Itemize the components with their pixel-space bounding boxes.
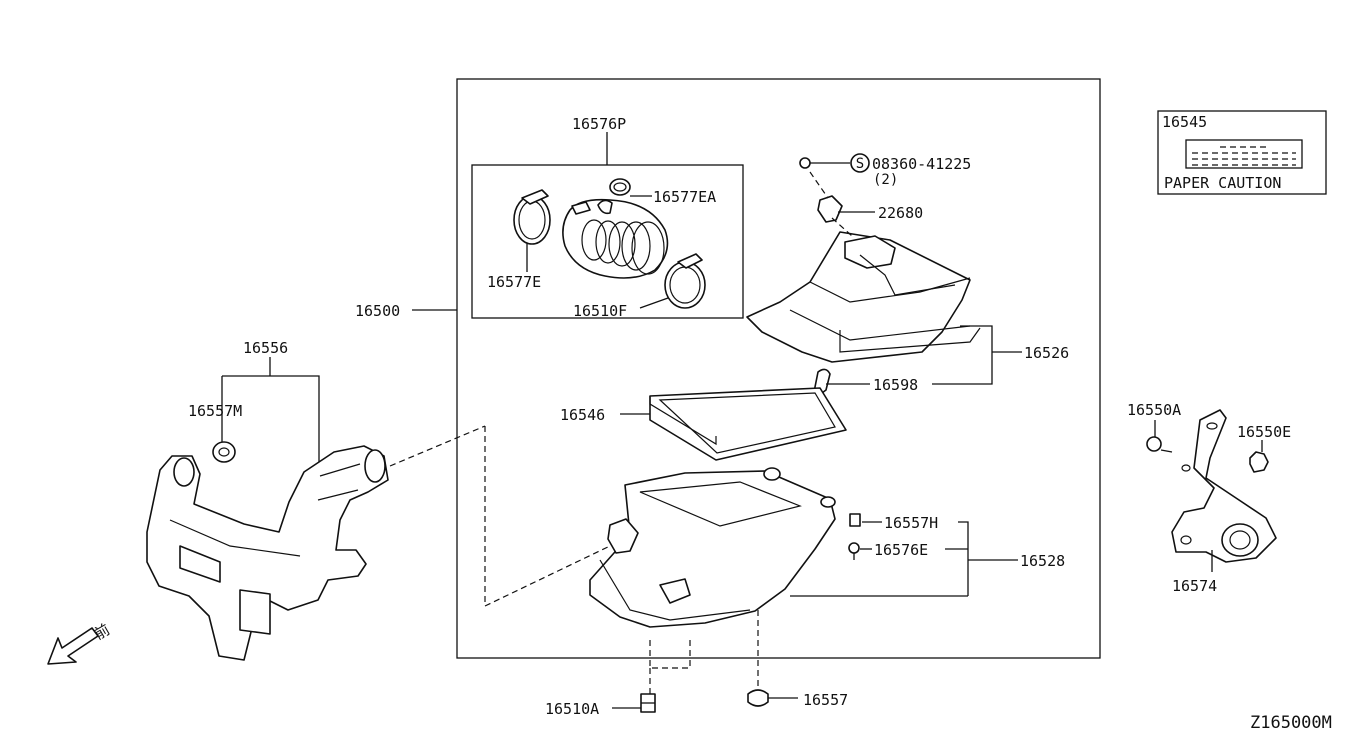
label-16598: 16598 [873,376,918,394]
label-16577EA: 16577EA [653,188,716,206]
label-16510A: 16510A [545,700,599,718]
mass-air-flow-sensor-22680-drawing [799,157,875,237]
air-filter-element-16546-drawing [649,387,847,461]
intake-duct-16576P-drawing [562,198,669,279]
label-16510F: 16510F [573,302,627,320]
grommet-16557H-drawing [849,513,861,527]
label-16574: 16574 [1172,577,1217,595]
grommet-16557-drawing [747,689,769,707]
bolt-16550A-drawing [1146,436,1173,453]
resonator-duct-16556-drawing [146,445,389,661]
label-16557M: 16557M [188,402,242,420]
label-16576P: 16576P [572,115,626,133]
label-08360-quantity: (2) [873,172,898,188]
diagram-code: Z165000M [1250,713,1332,733]
bracket-16574-drawing [1171,409,1277,563]
bolt-symbol-icon: S [850,153,870,173]
label-16500: 16500 [355,302,400,320]
label-16526: 16526 [1024,344,1069,362]
clamp-16510F-drawing [664,253,706,309]
bolt-16576E-drawing [848,542,860,560]
label-16528: 16528 [1020,552,1065,570]
clip-16550E-drawing [1249,451,1269,473]
caution-label-frame [1157,110,1327,195]
label-16557H: 16557H [884,514,938,532]
bolt-16510A-drawing [640,693,656,713]
label-16576E: 16576E [874,541,928,559]
caution-label-part-number: 16545 [1162,113,1207,131]
label-16550E: 16550E [1237,423,1291,441]
front-direction-marker: 前 [91,620,113,643]
grommet-16557M-drawing [212,441,236,463]
caution-label-text: PAPER CAUTION [1164,174,1281,192]
label-22680: 22680 [878,204,923,222]
clamp-16577E-drawing [513,189,551,245]
label-16550A: 16550A [1127,401,1181,419]
caution-label-graphic [1185,139,1303,169]
label-16557: 16557 [803,691,848,709]
label-16546: 16546 [560,406,605,424]
air-cleaner-cover-16526-drawing [746,231,981,363]
label-16556: 16556 [243,339,288,357]
bolt-symbol-letter: S [856,156,864,172]
air-cleaner-assembly-frame [456,78,1101,659]
front-direction-arrow-icon [47,627,99,665]
clamp-16577EA-drawing [609,178,631,196]
label-08360-41225: 08360-41225 [872,155,971,173]
air-cleaner-body-16528-drawing [589,467,968,628]
label-16577E: 16577E [487,273,541,291]
